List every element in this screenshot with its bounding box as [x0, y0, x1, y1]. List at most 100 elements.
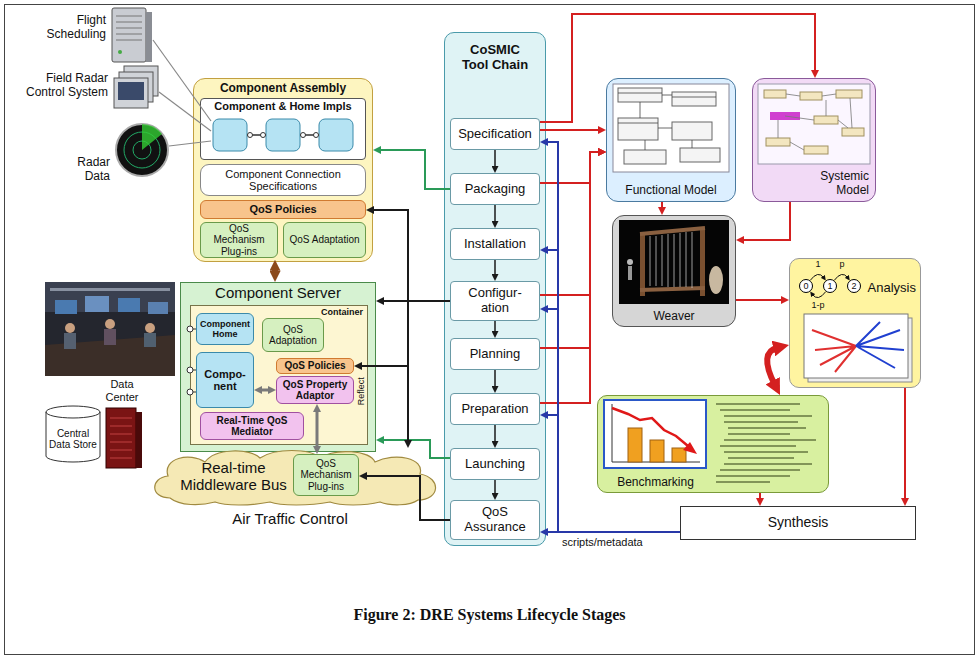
connector [272, 268, 278, 275]
node-text: Component Connection Specifications [204, 168, 362, 193]
connector [834, 274, 848, 280]
text-holder: Launching [454, 451, 536, 477]
graph-picture [856, 322, 904, 368]
stage-box: Packaging [450, 173, 540, 205]
connector [742, 202, 790, 240]
connector [546, 142, 680, 532]
node-text: Functional Model [610, 184, 732, 197]
port-symbol [187, 389, 193, 395]
figure-frame [5, 5, 975, 655]
figure-frame [5, 5, 975, 655]
leader-line [159, 92, 211, 131]
edge-label: 1 [814, 260, 821, 270]
toolchain-panel: CoSMIC Tool ChainSpecificationPackagingI… [444, 32, 546, 546]
systemic-diagram [814, 116, 838, 124]
text-holder: Component Home [200, 316, 250, 342]
control-room-photo [148, 302, 168, 314]
connector [382, 440, 450, 458]
node-text: Compo- nent [204, 368, 246, 393]
loom-picture [640, 232, 645, 296]
connector [365, 476, 450, 520]
text-holder: QoS Policies [280, 359, 350, 373]
text-holder: QoS Policies [204, 201, 362, 218]
node-text: Real-time Middleware Bus [172, 460, 295, 494]
state-circle: 2 [847, 279, 861, 293]
connector [812, 292, 826, 298]
adaptor-box: QoS Property Adaptor [276, 376, 354, 404]
connector [546, 309, 680, 532]
control-room-photo [144, 333, 156, 347]
component-box: Compo- nent [196, 352, 254, 408]
text-holder: Planning [454, 341, 536, 367]
cylinder-outline [46, 412, 100, 418]
component-icons [266, 119, 300, 151]
bar-chart-picture [683, 442, 697, 454]
systemic-diagram [836, 90, 862, 98]
component-icons [301, 133, 306, 138]
connector [494, 260, 496, 276]
text-holder: QoS Mechanism Plug-ins [297, 457, 355, 493]
state-circle: 0 [799, 279, 813, 293]
label-holder: Flight Scheduling [30, 14, 106, 42]
connector [759, 493, 761, 500]
server-icon [112, 8, 146, 62]
node-text: Packaging [454, 182, 536, 197]
control-room-photo [45, 282, 175, 376]
annotation-label: scripts/metadata [562, 536, 672, 549]
control-room-photo [145, 323, 155, 333]
component-icons [247, 134, 319, 136]
node-text: Benchmarking [598, 476, 713, 489]
connector [372, 210, 450, 301]
text-holder: QoS Assurance [454, 503, 536, 537]
graph-picture [812, 330, 856, 372]
control-room-photo [104, 329, 116, 345]
connector [494, 480, 496, 495]
cloud-outline [155, 451, 436, 506]
annotation-label: Field Radar Control System [14, 72, 108, 100]
label-holder: Reflect [356, 377, 366, 405]
connector [767, 348, 778, 386]
bar-chart-picture [650, 440, 664, 462]
server-icon [112, 8, 152, 62]
text-holder: Compo- nent [200, 355, 250, 405]
control-room-photo [118, 298, 140, 312]
assembly-panel: Component AssemblyComponent & Home Impls… [193, 78, 373, 262]
node-text: QoS Adaptation [266, 324, 320, 346]
text-holder: Packaging [454, 176, 536, 202]
leader-line [169, 141, 211, 146]
loom-picture [640, 228, 705, 290]
uml-diagram [618, 118, 658, 140]
connector [810, 274, 824, 280]
radar-screen [142, 124, 162, 150]
radar-console-icon [114, 78, 148, 108]
uml-diagram [613, 84, 729, 172]
component-icons [213, 119, 353, 151]
node-text: QoS Property Adaptor [280, 379, 350, 401]
label-holder: Field Radar Control System [14, 72, 108, 100]
node-text: Central Data Store [48, 428, 98, 450]
radar-screen [116, 124, 168, 176]
connector [494, 150, 496, 168]
connector [494, 321, 496, 333]
node-text: Installation [454, 237, 536, 252]
graph-picture [804, 314, 912, 382]
home-box: Component Home [196, 313, 254, 345]
component-icons [314, 133, 319, 138]
figure-caption: Figure 2: DRE Systems Lifecycle Stages [0, 606, 979, 624]
loom-picture [650, 232, 692, 288]
connector [546, 250, 680, 532]
data-center-server [106, 408, 142, 468]
connector [379, 150, 450, 189]
stage-box: Launching [450, 448, 540, 480]
connector [494, 205, 496, 223]
bar-chart-picture [612, 408, 688, 446]
node-text: QoS Policies [280, 360, 350, 371]
label-holder: Figure 2: DRE Systems Lifecycle Stages [0, 606, 979, 624]
annotation-label: Flight Scheduling [30, 14, 106, 42]
loom-picture [700, 228, 705, 296]
stage-box: Specification [450, 118, 540, 150]
port-symbol [187, 367, 193, 373]
connector [540, 152, 600, 403]
